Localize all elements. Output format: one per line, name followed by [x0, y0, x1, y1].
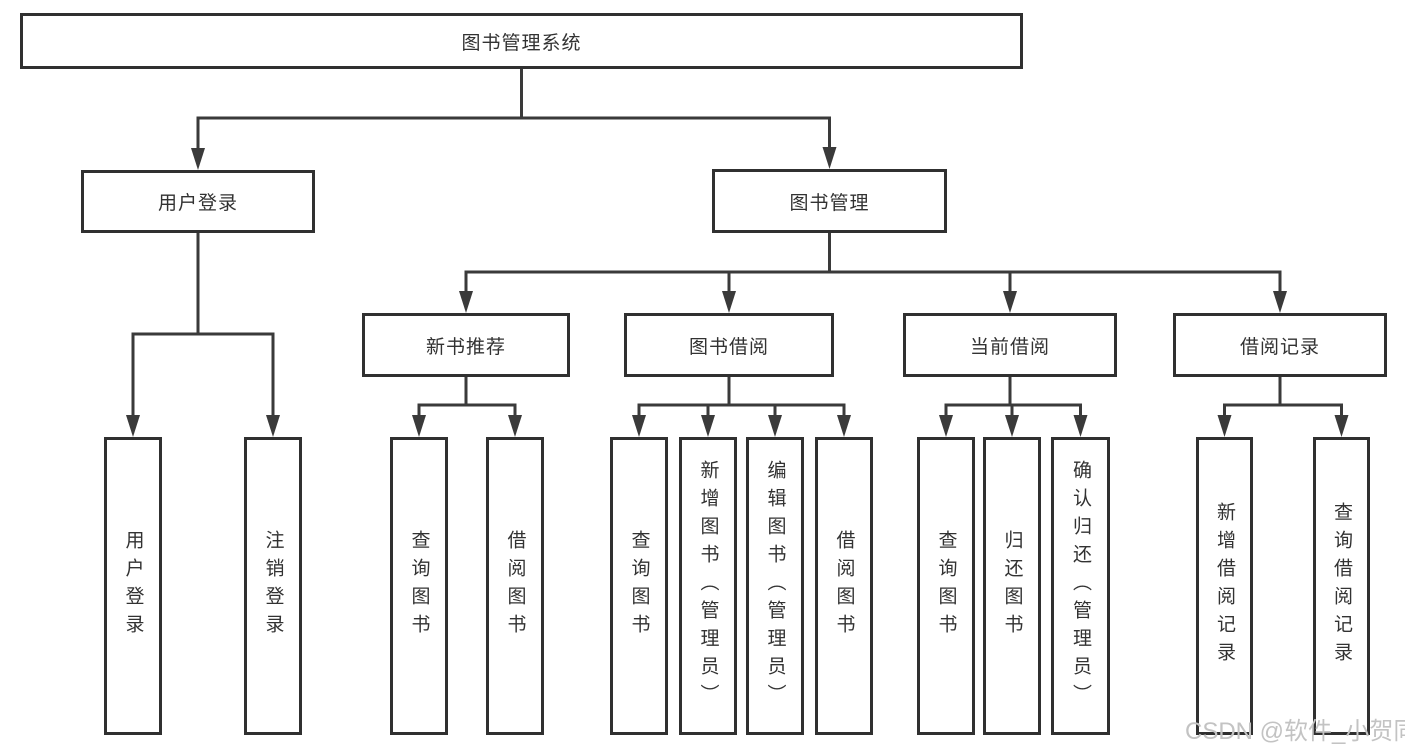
leaf-edit-book-admin-label: 编辑图书（管理员）	[764, 460, 786, 712]
leaf-query-borrow-record: 查询借阅记录	[1313, 437, 1370, 735]
node-book-management-label: 图书管理	[789, 192, 870, 214]
leaf-query-books-recommend-label: 查询图书	[408, 530, 430, 642]
node-book-management: 图书管理	[712, 169, 947, 233]
node-borrow-records: 借阅记录	[1173, 313, 1387, 377]
leaf-confirm-return-admin-label: 确认归还（管理员）	[1070, 460, 1091, 712]
leaf-add-book-admin: 新增图书（管理员）	[679, 437, 737, 735]
node-book-borrowing-label: 图书借阅	[688, 336, 769, 358]
arrowhead	[632, 415, 646, 437]
node-new-book-recommend: 新书推荐	[362, 313, 570, 377]
arrowhead	[191, 148, 205, 170]
csdn-watermark: CSDN @软件_小贺同学	[1185, 718, 1405, 745]
arrowhead	[459, 291, 473, 313]
arrowhead	[266, 415, 280, 437]
node-book-borrowing: 图书借阅	[624, 313, 834, 377]
leaf-confirm-return-admin: 确认归还（管理员）	[1051, 437, 1110, 735]
connector-current-borrowing-branch	[939, 377, 1088, 437]
leaf-query-books-current-label: 查询图书	[935, 530, 957, 642]
leaf-user-login: 用户登录	[104, 437, 162, 735]
connector-new-book-recommend-branch	[412, 377, 522, 437]
arrowhead	[701, 415, 715, 437]
leaf-borrow-books-recommend-label: 借阅图书	[504, 530, 526, 642]
connector-line	[637, 403, 846, 419]
node-user-login: 用户登录	[81, 170, 315, 233]
arrowhead	[1273, 291, 1287, 313]
leaf-query-borrow-record-label: 查询借阅记录	[1331, 502, 1352, 670]
connector-borrow-records-branch	[1217, 377, 1349, 437]
leaf-query-books-current: 查询图书	[917, 437, 975, 735]
node-current-borrowing: 当前借阅	[903, 313, 1117, 377]
connector-line	[464, 270, 1282, 294]
connector-line	[417, 403, 517, 419]
node-current-borrowing-label: 当前借阅	[969, 336, 1050, 358]
node-root: 图书管理系统	[20, 13, 1023, 69]
leaf-logout-label: 注销登录	[262, 530, 284, 642]
arrowhead	[1217, 415, 1232, 437]
leaf-query-books-recommend: 查询图书	[390, 437, 448, 735]
connector-root-to-level2	[191, 68, 837, 170]
leaf-borrow-books-recommend: 借阅图书	[486, 437, 544, 735]
leaf-query-books-borrowing-label: 查询图书	[628, 530, 650, 642]
node-root-label: 图书管理系统	[461, 32, 582, 54]
leaf-borrow-books-label: 借阅图书	[833, 530, 855, 642]
arrowhead	[126, 415, 140, 437]
connector-line	[131, 332, 275, 419]
arrowhead	[1003, 291, 1017, 313]
connector-user-login-branch	[126, 233, 280, 437]
leaf-query-books-borrowing: 查询图书	[610, 437, 668, 735]
arrowhead	[1005, 415, 1019, 437]
arrowhead	[508, 415, 522, 437]
connector-book-borrowing-branch	[632, 377, 851, 437]
node-new-book-recommend-label: 新书推荐	[425, 336, 506, 358]
connector-line	[196, 116, 831, 152]
leaf-add-borrow-record: 新增借阅记录	[1196, 437, 1253, 735]
node-user-login-label: 用户登录	[157, 193, 238, 214]
leaf-return-books: 归还图书	[983, 437, 1041, 735]
arrowhead	[1334, 415, 1349, 437]
leaf-edit-book-admin: 编辑图书（管理员）	[746, 437, 804, 735]
leaf-logout: 注销登录	[244, 437, 302, 735]
connector-book-management-branch	[459, 233, 1287, 313]
arrowhead	[722, 291, 736, 313]
arrowhead	[837, 415, 851, 437]
leaf-return-books-label: 归还图书	[1001, 530, 1023, 642]
leaf-add-book-admin-label: 新增图书（管理员）	[697, 460, 719, 712]
arrowhead	[939, 415, 953, 437]
leaf-user-login-label: 用户登录	[122, 530, 144, 642]
leaf-borrow-books: 借阅图书	[815, 437, 873, 735]
arrowhead	[412, 415, 426, 437]
node-borrow-records-label: 借阅记录	[1239, 336, 1320, 358]
arrowhead	[1073, 415, 1088, 437]
connector-line	[1223, 403, 1343, 419]
arrowhead	[822, 147, 837, 169]
leaf-add-borrow-record-label: 新增借阅记录	[1214, 502, 1235, 670]
arrowhead	[768, 415, 782, 437]
